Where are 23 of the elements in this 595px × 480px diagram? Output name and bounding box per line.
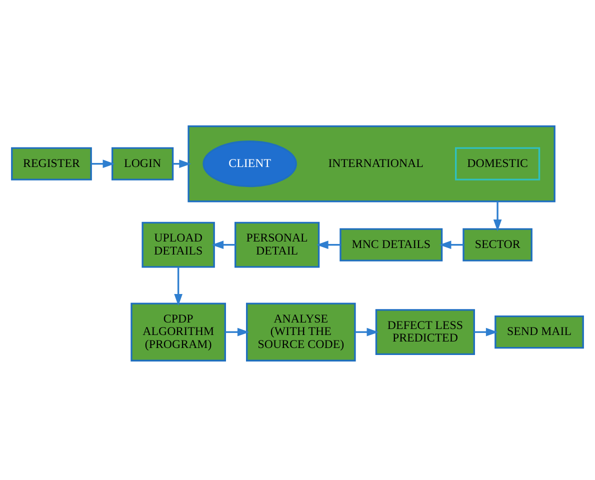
node-box: DEFECT LESS PREDICTED	[375, 309, 475, 356]
node-box: UPLOAD DETAILS	[142, 222, 215, 268]
cluster	[188, 125, 556, 202]
arrow	[91, 160, 115, 168]
node-box: CPDP ALGORITHM (PROGRAM)	[130, 302, 226, 362]
node-ellipse: CLIENT	[202, 140, 297, 188]
arrow	[316, 240, 340, 249]
arrow	[493, 201, 502, 232]
arrow	[355, 328, 379, 336]
node-text: INTERNATIONAL	[328, 156, 424, 170]
node-box: ANALYSE (WITH THE SOURCE CODE)	[246, 302, 356, 362]
node-box: SECTOR	[462, 228, 532, 262]
arrow	[212, 240, 236, 249]
node-box: LOGIN	[112, 147, 174, 180]
node-box: MNC DETAILS	[340, 228, 443, 262]
arrow	[174, 267, 182, 306]
node-box: REGISTER	[11, 147, 92, 180]
node-box: DOMESTIC	[454, 147, 540, 180]
node-box: SEND MAIL	[494, 315, 584, 349]
arrow	[225, 328, 250, 336]
arrow	[474, 328, 498, 336]
node-box: PERSONAL DETAIL	[234, 222, 320, 268]
arrow	[439, 240, 464, 249]
